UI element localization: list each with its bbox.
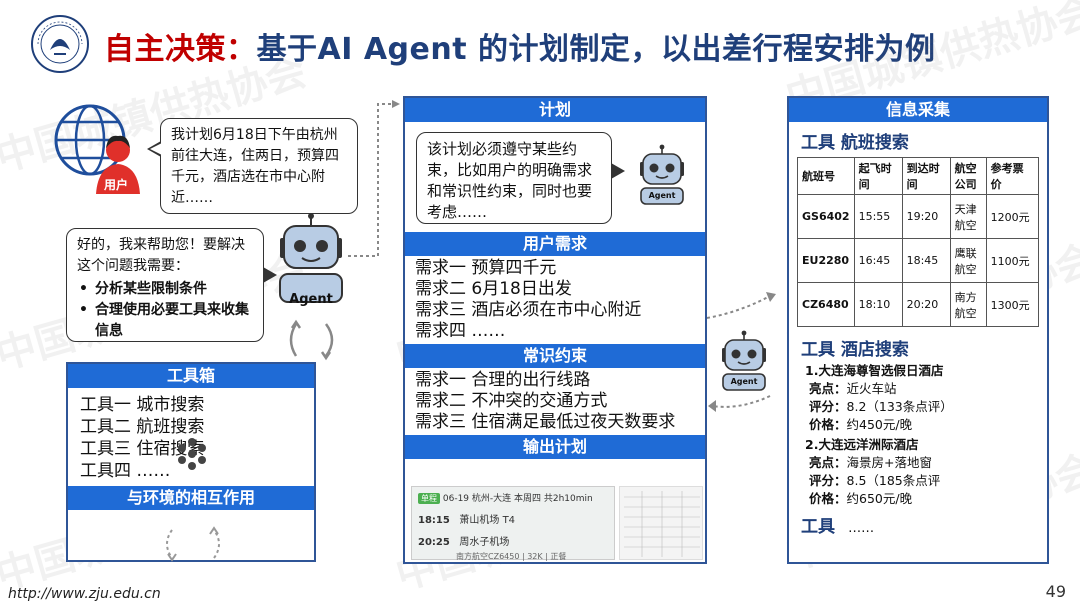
departure-row: 18:15 萧山机场 T4 bbox=[418, 511, 608, 526]
hotel-item: 2.大连远洋洲际酒店 亮点：海景房+落地窗 评分：8.5（185条点评 价格：约… bbox=[789, 436, 1047, 508]
info-title: 信息采集 bbox=[789, 98, 1047, 122]
interaction-title: 与环境的相互作用 bbox=[68, 486, 314, 510]
hotel-item: 1.大连海尊智选假日酒店 亮点：近火车站 评分：8.2（133条点评） 价格：约… bbox=[789, 362, 1047, 434]
cycle-arrows-icon bbox=[158, 524, 228, 564]
arrival-time: 20:25 bbox=[418, 537, 450, 548]
arrival-row: 20:25 周水子机场 bbox=[418, 533, 608, 548]
need-item: 需求四 …… bbox=[415, 321, 705, 342]
output-route-line: 单程 06-19 杭州-大连 本周四 共2h10min bbox=[418, 491, 608, 504]
agent-label: Agent bbox=[722, 377, 766, 386]
network-cycle-icon bbox=[172, 434, 212, 474]
departure-place: 萧山机场 T4 bbox=[459, 515, 515, 526]
departure-time: 18:15 bbox=[418, 515, 450, 526]
plan-title: 计划 bbox=[405, 98, 705, 122]
output-side-table bbox=[619, 486, 703, 560]
price: 1300元 bbox=[986, 283, 1038, 327]
flight-tool-title: 工具 航班搜索 bbox=[789, 128, 1047, 153]
need-item: 需求三 酒店必须在市中心附近 bbox=[415, 300, 705, 321]
arrive-time: 18:45 bbox=[902, 239, 950, 283]
arrival-place: 周水子机场 bbox=[459, 537, 509, 548]
price: 1100元 bbox=[986, 239, 1038, 283]
thumbnail-grid-icon bbox=[620, 487, 704, 561]
arrive-time: 19:20 bbox=[902, 195, 950, 239]
common-item: 需求三 住宿满足最低过夜天数要求 bbox=[415, 412, 705, 433]
price: 1200元 bbox=[986, 195, 1038, 239]
agent-label: Agent bbox=[640, 191, 684, 200]
airline: 天津航空 bbox=[950, 195, 986, 239]
tool-item: 工具一 城市搜索 bbox=[80, 394, 314, 416]
need-item: 需求一 预算四千元 bbox=[415, 258, 705, 279]
airline: 鹰联航空 bbox=[950, 239, 986, 283]
col-header: 参考票价 bbox=[986, 158, 1038, 195]
col-header: 航空公司 bbox=[950, 158, 986, 195]
more-tools: 工具 …… bbox=[789, 512, 1047, 537]
table-row: GS6402 15:55 19:20 天津航空 1200元 bbox=[798, 195, 1039, 239]
plan-bubble: 该计划必须遵守某些约束，比如用户的明确需求和常识性约束，同时也要考虑…… bbox=[416, 132, 612, 224]
hotel-price: 价格：约650元/晚 bbox=[809, 490, 1047, 508]
footer-url[interactable]: http://www.zju.edu.cn bbox=[8, 586, 161, 602]
more-tool-dots: …… bbox=[848, 521, 874, 536]
page-number: 49 bbox=[1046, 582, 1066, 601]
depart-time: 16:45 bbox=[854, 239, 902, 283]
table-row: EU2280 16:45 18:45 鹰联航空 1100元 bbox=[798, 239, 1039, 283]
hotel-highlight: 亮点：海景房+落地窗 bbox=[809, 454, 1047, 472]
output-plan-card: 单程 06-19 杭州-大连 本周四 共2h10min 18:15 萧山机场 T… bbox=[411, 486, 615, 560]
hotel-tool-title: 工具 酒店搜索 bbox=[789, 335, 1047, 360]
output-title: 输出计划 bbox=[405, 435, 705, 459]
flight-table: 航班号 起飞时间 到达时间 航空公司 参考票价 GS6402 15:55 19:… bbox=[797, 157, 1039, 327]
hotel-highlight: 亮点：近火车站 bbox=[809, 380, 1047, 398]
common-item: 需求一 合理的出行线路 bbox=[415, 370, 705, 391]
user-needs-list: 需求一 预算四千元 需求二 6月18日出发 需求三 酒店必须在市中心附近 需求四… bbox=[405, 256, 705, 344]
col-header: 航班号 bbox=[798, 158, 855, 195]
hotel-price: 价格：约450元/晚 bbox=[809, 416, 1047, 434]
flight-no: GS6402 bbox=[798, 195, 855, 239]
hotel-name: 2.大连远洋洲际酒店 bbox=[805, 436, 1047, 454]
depart-time: 18:10 bbox=[854, 283, 902, 327]
airline: 南方航空 bbox=[950, 283, 986, 327]
flight-info: 南方航空CZ6450 | 32K | 正餐 bbox=[456, 551, 608, 562]
flight-no: EU2280 bbox=[798, 239, 855, 283]
more-tool-label: 工具 bbox=[801, 517, 835, 537]
table-row: CZ6480 18:10 20:20 南方航空 1300元 bbox=[798, 283, 1039, 327]
info-panel: 信息采集 工具 航班搜索 航班号 起飞时间 到达时间 航空公司 参考票价 GS6… bbox=[787, 96, 1049, 564]
hotel-score: 评分：8.5（185条点评 bbox=[809, 472, 1047, 490]
common-title: 常识约束 bbox=[405, 344, 705, 368]
toolbox-title: 工具箱 bbox=[68, 364, 314, 388]
table-header-row: 航班号 起飞时间 到达时间 航空公司 参考票价 bbox=[798, 158, 1039, 195]
need-item: 需求二 6月18日出发 bbox=[415, 279, 705, 300]
common-list: 需求一 合理的出行线路 需求二 不冲突的交通方式 需求三 住宿满足最低过夜天数要… bbox=[405, 368, 705, 435]
col-header: 起飞时间 bbox=[854, 158, 902, 195]
common-item: 需求二 不冲突的交通方式 bbox=[415, 391, 705, 412]
user-needs-title: 用户需求 bbox=[405, 232, 705, 256]
arrive-time: 20:20 bbox=[902, 283, 950, 327]
hotel-score: 评分：8.2（133条点评） bbox=[809, 398, 1047, 416]
toolbox-panel: 工具箱 工具一 城市搜索 工具二 航班搜索 工具三 住宿搜索 工具四 …… 与环… bbox=[66, 362, 316, 562]
hotel-name: 1.大连海尊智选假日酒店 bbox=[805, 362, 1047, 380]
col-header: 到达时间 bbox=[902, 158, 950, 195]
flight-no: CZ6480 bbox=[798, 283, 855, 327]
date-route: 06-19 杭州-大连 本周四 共2h10min bbox=[443, 494, 593, 504]
trip-type-tag: 单程 bbox=[418, 493, 440, 504]
depart-time: 15:55 bbox=[854, 195, 902, 239]
